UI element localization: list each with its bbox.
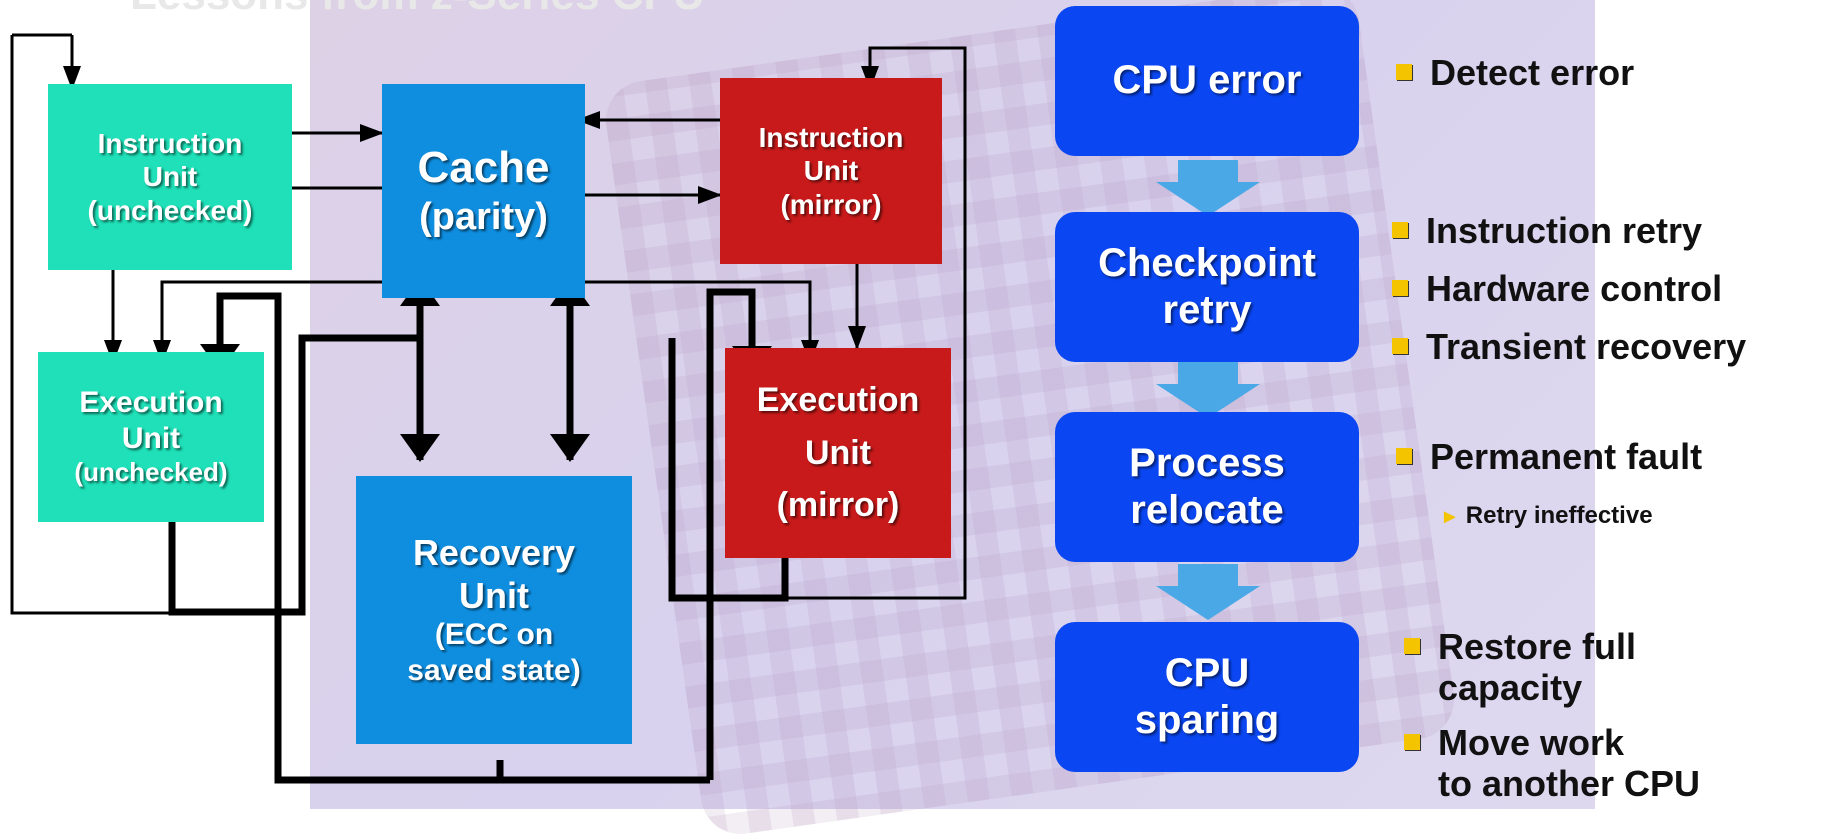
flow-step-3-line1: Process — [1129, 440, 1285, 485]
bullet-restore-line1: Restore full — [1438, 626, 1637, 667]
execution-unit-mirror: Execution Unit (mirror) — [725, 348, 951, 558]
bullet-restore-full-capacity: Restore full capacity — [1404, 626, 1636, 709]
sub-bullet-retry-ineffective-text: Retry ineffective — [1465, 502, 1653, 529]
bullet-restore-line2: capacity — [1438, 667, 1583, 709]
right-triangle-bullet-icon: ► — [1440, 506, 1460, 528]
yellow-square-bullet-icon — [1396, 448, 1412, 464]
slide-title: Lessons from z-Series CPU — [130, 0, 705, 20]
bullet-move-work-line1: Move work — [1438, 722, 1625, 763]
execution-unit-unchecked-line3: (unchecked) — [74, 457, 228, 488]
flow-step-4-line2: sparing — [1134, 698, 1280, 742]
recovery-unit-line4: saved state) — [407, 654, 581, 688]
down-arrow-icon — [1156, 564, 1260, 620]
recovery-unit-line3: (ECC on — [434, 618, 554, 652]
down-arrow-icon — [1156, 362, 1260, 418]
bullet-detect-error: Detect error — [1396, 52, 1634, 93]
sub-bullet-retry-ineffective: ►Retry ineffective — [1440, 502, 1653, 530]
execution-unit-mirror-line2: Unit — [804, 433, 872, 472]
instruction-unit-unchecked-line3: (unchecked) — [87, 194, 253, 226]
instruction-unit-mirror: Instruction Unit (mirror) — [720, 78, 942, 264]
recovery-unit-line1: Recovery — [412, 531, 576, 573]
execution-unit-mirror-line1: Execution — [756, 380, 920, 419]
down-arrow-icon — [1156, 160, 1260, 216]
wire-right-outer-loop — [785, 46, 967, 600]
yellow-square-bullet-icon — [1392, 222, 1408, 238]
recovery-unit: Recovery Unit (ECC on saved state) — [356, 476, 632, 744]
execution-unit-mirror-line3: (mirror) — [776, 486, 900, 525]
flow-step-process-relocate: Process relocate — [1055, 412, 1359, 562]
yellow-square-bullet-icon — [1392, 338, 1408, 354]
bullet-hardware-control: Hardware control — [1392, 268, 1722, 309]
bullet-transient-recovery-text: Transient recovery — [1426, 326, 1747, 367]
yellow-square-bullet-icon — [1404, 734, 1420, 750]
flow-step-1-line1: CPU error — [1112, 58, 1302, 103]
recovery-unit-line2: Unit — [459, 575, 529, 616]
cache-unit-line2: (parity) — [419, 195, 548, 238]
yellow-square-bullet-icon — [1392, 280, 1408, 296]
bullet-instruction-retry-text: Instruction retry — [1426, 210, 1703, 251]
wire-left-outer-loop — [10, 35, 170, 615]
bullet-permanent-fault: Permanent fault — [1396, 436, 1702, 477]
bullet-move-work: Move work to another CPU — [1404, 722, 1700, 805]
flow-step-3-line2: relocate — [1130, 488, 1284, 532]
yellow-square-bullet-icon — [1396, 64, 1412, 80]
instruction-unit-unchecked-line1: Instruction — [97, 127, 243, 159]
instruction-unit-mirror-line1: Instruction — [758, 121, 904, 153]
flow-step-4-line1: CPU — [1164, 650, 1250, 695]
instruction-unit-unchecked-line2: Unit — [142, 161, 198, 193]
yellow-square-bullet-icon — [1404, 638, 1420, 654]
cache-unit-line1: Cache — [417, 142, 550, 192]
instruction-unit-mirror-line3: (mirror) — [780, 188, 882, 220]
bus-cache-to-exec-mirror — [706, 288, 772, 780]
bullet-transient-recovery: Transient recovery — [1392, 326, 1746, 367]
bus-exec-mirror-loop — [668, 338, 789, 602]
execution-unit-unchecked: Execution Unit (unchecked) — [38, 352, 264, 522]
instruction-unit-mirror-line2: Unit — [803, 155, 859, 187]
bullet-permanent-fault-text: Permanent fault — [1430, 436, 1703, 477]
bus-exec-unchecked — [168, 334, 420, 616]
bullet-detect-error-text: Detect error — [1430, 52, 1635, 93]
execution-unit-unchecked-line2: Unit — [121, 422, 181, 456]
cache-unit: Cache (parity) — [382, 84, 585, 298]
wiring-diagram — [10, 33, 967, 784]
slide: Lessons from z-Series CPU — [10, 0, 1746, 839]
bullet-instruction-retry: Instruction retry — [1392, 210, 1702, 251]
execution-unit-unchecked-line1: Execution — [79, 386, 223, 420]
flow-step-2-line1: Checkpoint — [1098, 240, 1316, 285]
wire-cache-to-exec-unchecked — [153, 280, 382, 364]
flow-step-cpu-sparing: CPU sparing — [1055, 622, 1359, 772]
flow-step-2-line2: retry — [1162, 288, 1252, 332]
wire-cache-to-exec-mirror — [585, 280, 819, 364]
flow-step-checkpoint-retry: Checkpoint retry — [1055, 212, 1359, 362]
flow-step-cpu-error: CPU error — [1055, 6, 1359, 156]
bullet-move-work-line2: to another CPU — [1438, 763, 1701, 805]
bullet-hardware-control-text: Hardware control — [1426, 268, 1723, 309]
instruction-unit-unchecked: Instruction Unit (unchecked) — [48, 84, 292, 270]
